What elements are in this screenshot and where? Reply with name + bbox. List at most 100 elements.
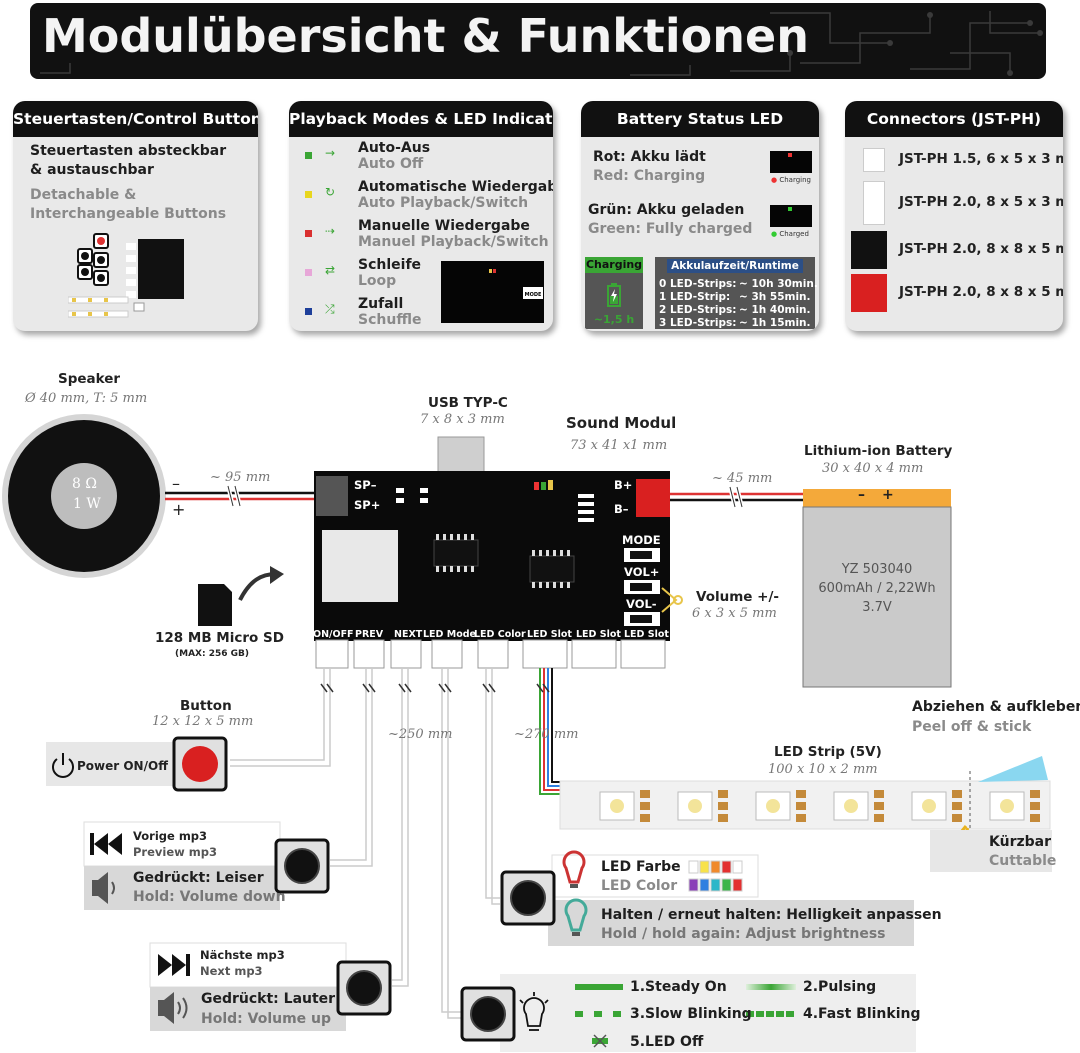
idea-bulb-icon (519, 992, 549, 1031)
prev-hold-de: Gedrückt: Leiser (133, 870, 264, 886)
color-swatch (699, 860, 710, 874)
slow-blink-mark (575, 1011, 583, 1017)
mode-de: Auto-Aus (358, 140, 431, 156)
mode-button-label: MODE (622, 533, 661, 547)
port-label: PREV (355, 629, 384, 640)
sd-label: 128 MB Micro SD (155, 630, 284, 646)
solder-pad (1030, 814, 1040, 822)
cable-250: ~250 mm (388, 727, 453, 742)
led-mode-2: 2.Pulsing (803, 979, 877, 995)
solder-pad (640, 790, 650, 798)
connector-icon (863, 181, 885, 225)
peel-de: Abziehen & aufkleben (912, 699, 1080, 715)
chip-1 (433, 534, 479, 572)
led-color-de: LED Farbe (601, 859, 681, 875)
port-connectors (315, 639, 666, 669)
module-dim: 73 x 41 x1 mm (570, 438, 668, 453)
next-de: Nächste mp3 (200, 948, 285, 962)
connector-icon (851, 231, 887, 269)
volume-down-icon (92, 872, 115, 904)
led-chip (755, 791, 791, 821)
playback-modes-card: Playback Modes & LED Indicator →Auto-Aus… (289, 101, 553, 331)
battery-body (802, 506, 952, 688)
cut-de: Kürzbar (989, 834, 1051, 850)
led-chip-light (688, 799, 702, 813)
connector-icon (851, 274, 887, 312)
card-title: Playback Modes & LED Indicator (289, 101, 553, 137)
runtime-box: Akkulaufzeit/Runtime 0 LED-Strips:~ 10h … (655, 257, 818, 329)
speaker-minus: – (172, 474, 180, 493)
runtime-label: 1 LED-Strip: (659, 291, 731, 303)
charged-led-board (770, 205, 812, 227)
connectors-card: Connectors (JST-PH) JST-PH 1.5, 6 x 5 x … (845, 101, 1063, 331)
sd-max: (MAX: 256 GB) (175, 649, 249, 659)
battery-label: Lithium-ion Battery (804, 443, 953, 459)
runtime-title: Akkulaufzeit/Runtime (667, 259, 803, 273)
connector-label: JST-PH 2.0, 8 x 5 x 3 mm (899, 194, 1063, 210)
mode-arrow-icon: ⇄ (325, 263, 336, 277)
mode-en: Manuel Playback/Switch (358, 234, 549, 250)
solder-pad (952, 814, 962, 822)
volume-up-icon (158, 992, 188, 1024)
speaker-cable-length: ~ 95 mm (210, 470, 271, 485)
pulsing-mark (746, 984, 796, 990)
power-button-cap (182, 746, 218, 782)
solder-pad (640, 802, 650, 810)
battery-charging-icon (607, 283, 621, 307)
runtime-value: ~ 1h 15min. (739, 317, 811, 329)
circuit-pattern (40, 11, 1043, 76)
usb-label: USB TYP-C (428, 395, 508, 411)
solder-pad (874, 802, 884, 810)
battery-connector (636, 479, 670, 517)
prev-de: Vorige mp3 (133, 829, 208, 843)
chip-2 (529, 550, 575, 588)
battery-green-en: Green: Fully charged (588, 221, 753, 237)
led-chip (911, 791, 947, 821)
micro-sd-card (198, 584, 232, 626)
charging-led-board (770, 151, 812, 173)
vol-minus-label: VOL- (626, 597, 657, 611)
next-icon (158, 954, 190, 976)
led-chip-light (922, 799, 936, 813)
led-strip-label: LED Strip (5V) (774, 744, 882, 760)
charging-label: Charging (585, 257, 643, 273)
brightness-bulb-icon (564, 898, 588, 936)
fast-blink-mark (746, 1011, 754, 1017)
steady-on-mark (575, 984, 623, 990)
prev-hold-en: Hold: Volume down (133, 889, 286, 905)
mode-arrow-icon: ⇢ (325, 224, 336, 238)
prev-en: Preview mp3 (133, 845, 217, 859)
solder-pad (718, 790, 728, 798)
solder-pad (718, 814, 728, 822)
next-hold-en: Hold: Volume up (201, 1011, 332, 1027)
button-label: Button (180, 698, 232, 714)
b-plus-label: B+ (614, 478, 633, 492)
color-swatch (688, 860, 699, 874)
solder-pad (1030, 790, 1040, 798)
mode-led-square (305, 230, 312, 237)
speaker-dim: Ø 40 mm, T: 5 mm (25, 391, 148, 406)
solder-pad (952, 790, 962, 798)
power-label: Power ON/Off (77, 759, 168, 773)
mode-en: Auto Playback/Switch (358, 195, 529, 211)
card-title: Steuertasten/Control Buttons (13, 101, 258, 137)
battery-green-de: Grün: Akku geladen (588, 202, 745, 218)
solder-pad (1030, 802, 1040, 810)
control-en-line1: Detachable & (30, 187, 137, 203)
solder-pad (796, 814, 806, 822)
led-brightness-en: Hold / hold again: Adjust brightness (601, 926, 886, 942)
sd-card-slot (322, 530, 398, 602)
connector-label: JST-PH 1.5, 6 x 5 x 3 mm (899, 151, 1063, 167)
mode-led-square (305, 269, 312, 276)
port-label: LED Color (474, 629, 526, 640)
color-swatch (699, 878, 710, 892)
led-chip-light (766, 799, 780, 813)
speaker-connector (316, 476, 348, 516)
solder-pad (952, 802, 962, 810)
vol-plus-label: VOL+ (624, 565, 660, 579)
port-label: LED Mode (423, 629, 476, 640)
speaker-watt: 1 W (73, 496, 101, 512)
charged-tag: ● Charged (771, 230, 809, 238)
connector-label: JST-PH 2.0, 8 x 8 x 5 mm (899, 241, 1063, 257)
